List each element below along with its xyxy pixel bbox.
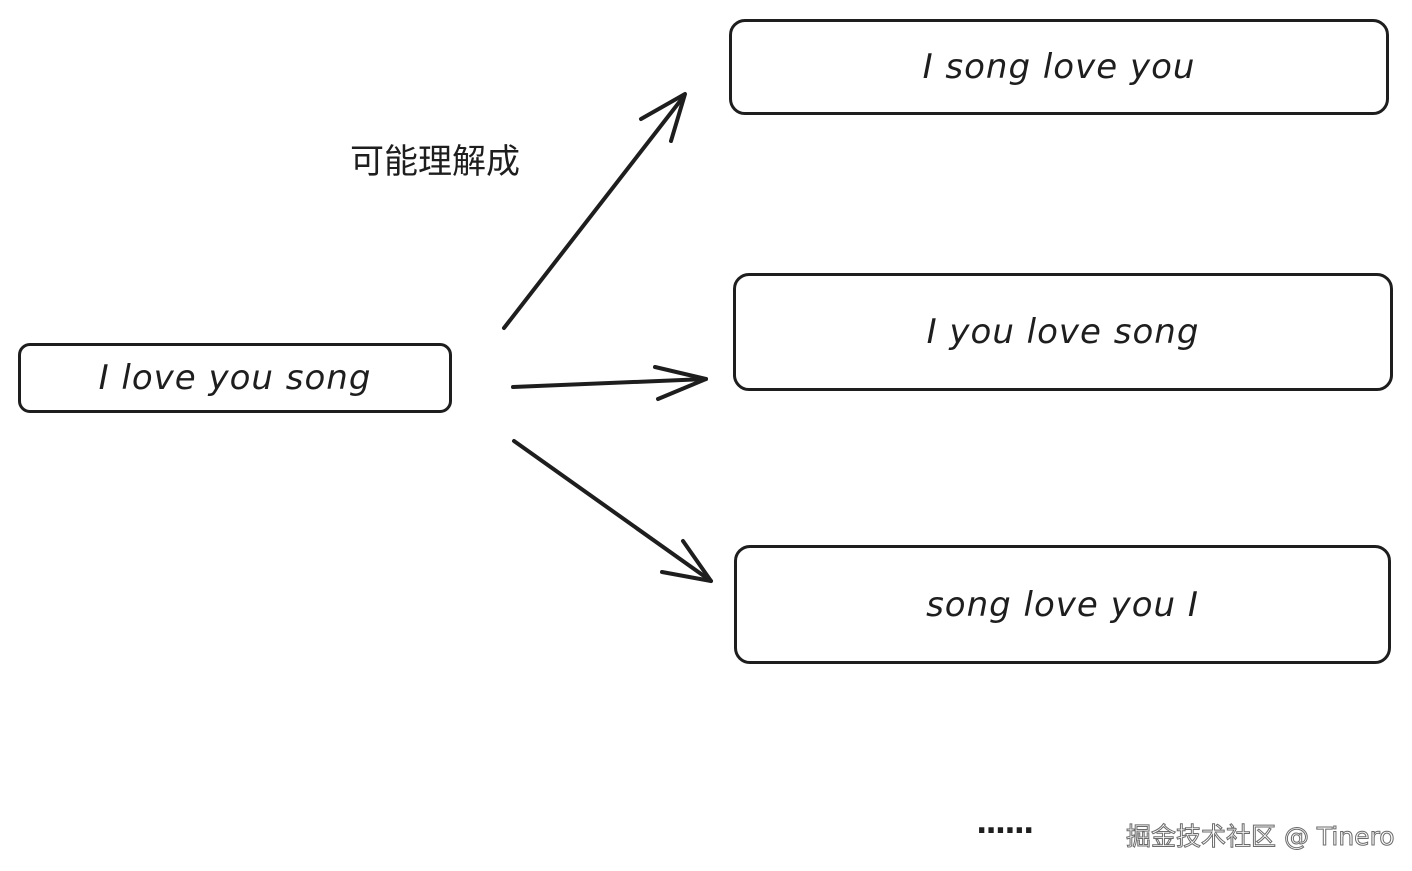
source-sentence-label: I love you song [98, 358, 372, 398]
target-box-1: I song love you [729, 19, 1389, 115]
target-label-2: I you love song [926, 312, 1200, 352]
more-ellipsis: ...... [976, 806, 1034, 841]
target-box-2: I you love song [733, 273, 1393, 391]
arrow-to-target-c [512, 439, 713, 583]
target-box-3: song love you I [734, 545, 1391, 664]
arrow-to-target-b [511, 365, 708, 401]
source-sentence-box: I love you song [18, 343, 452, 413]
arrow-to-target-a [502, 92, 687, 330]
target-label-3: song love you I [926, 584, 1199, 625]
target-label-1: I song love you [922, 47, 1196, 87]
arrow-annotation: 可能理解成 [350, 142, 520, 182]
watermark: 掘金技术社区 @ Tinero [1126, 822, 1396, 852]
